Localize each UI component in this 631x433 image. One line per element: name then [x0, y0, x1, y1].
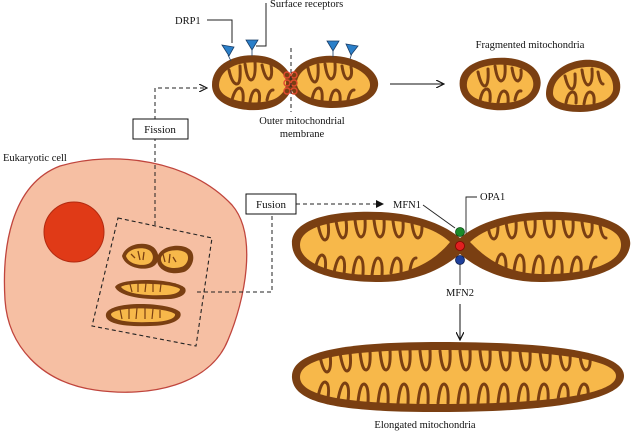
mfn2-dot	[455, 255, 465, 265]
surface-receptor-icons	[221, 39, 359, 62]
outer-membrane-label-line1: Outer mitochondrial	[259, 116, 345, 127]
drp1-leader	[207, 19, 233, 43]
mfn1-leader	[422, 204, 456, 229]
opa1-label: OPA1	[480, 192, 505, 203]
fusion-label: Fusion	[256, 199, 286, 211]
fusion-box: Fusion	[245, 193, 297, 215]
eukaryotic-cell-label: Eukaryotic cell	[3, 153, 67, 164]
dividing-mitochondrion	[212, 48, 379, 112]
elongated-label: Elongated mitochondria	[374, 420, 476, 431]
fragmented-label: Fragmented mitochondria	[476, 40, 585, 51]
fusing-mitochondrion	[291, 211, 631, 282]
receptor-icon	[345, 43, 359, 60]
opa1-dot	[455, 241, 465, 251]
receptor-icon	[221, 44, 235, 62]
fragmented-mitochondrion-right	[546, 59, 621, 112]
fission-connector	[154, 88, 207, 225]
eukaryotic-cell	[3, 158, 248, 393]
mfn2-label: MFN2	[446, 288, 474, 299]
receptor-icon	[245, 39, 259, 56]
drp1-label: DRP1	[175, 16, 201, 27]
surface-receptors-label: Surface receptors	[270, 0, 343, 10]
mfn1-dot	[455, 227, 465, 237]
cell-mitochondrion-dividing	[122, 243, 194, 274]
cell-body	[3, 158, 248, 393]
fission-label: Fission	[144, 124, 176, 136]
receptor-icon	[326, 40, 340, 57]
mfn1-label: MFN1	[393, 200, 421, 211]
fragmented-mitochondrion-left	[459, 57, 541, 111]
fusion-connector-lower	[197, 204, 273, 293]
opa1-leader	[465, 196, 477, 238]
zoom-box	[91, 217, 213, 347]
cell-mitochondrion-middle	[115, 279, 186, 300]
fission-box: Fission	[132, 118, 189, 140]
surface-receptors-leader	[256, 3, 267, 47]
nucleus	[43, 201, 105, 263]
cell-mitochondrion-bottom	[105, 304, 181, 327]
elongated-mitochondrion	[291, 342, 624, 412]
outer-membrane-label-line2: membrane	[280, 129, 325, 140]
